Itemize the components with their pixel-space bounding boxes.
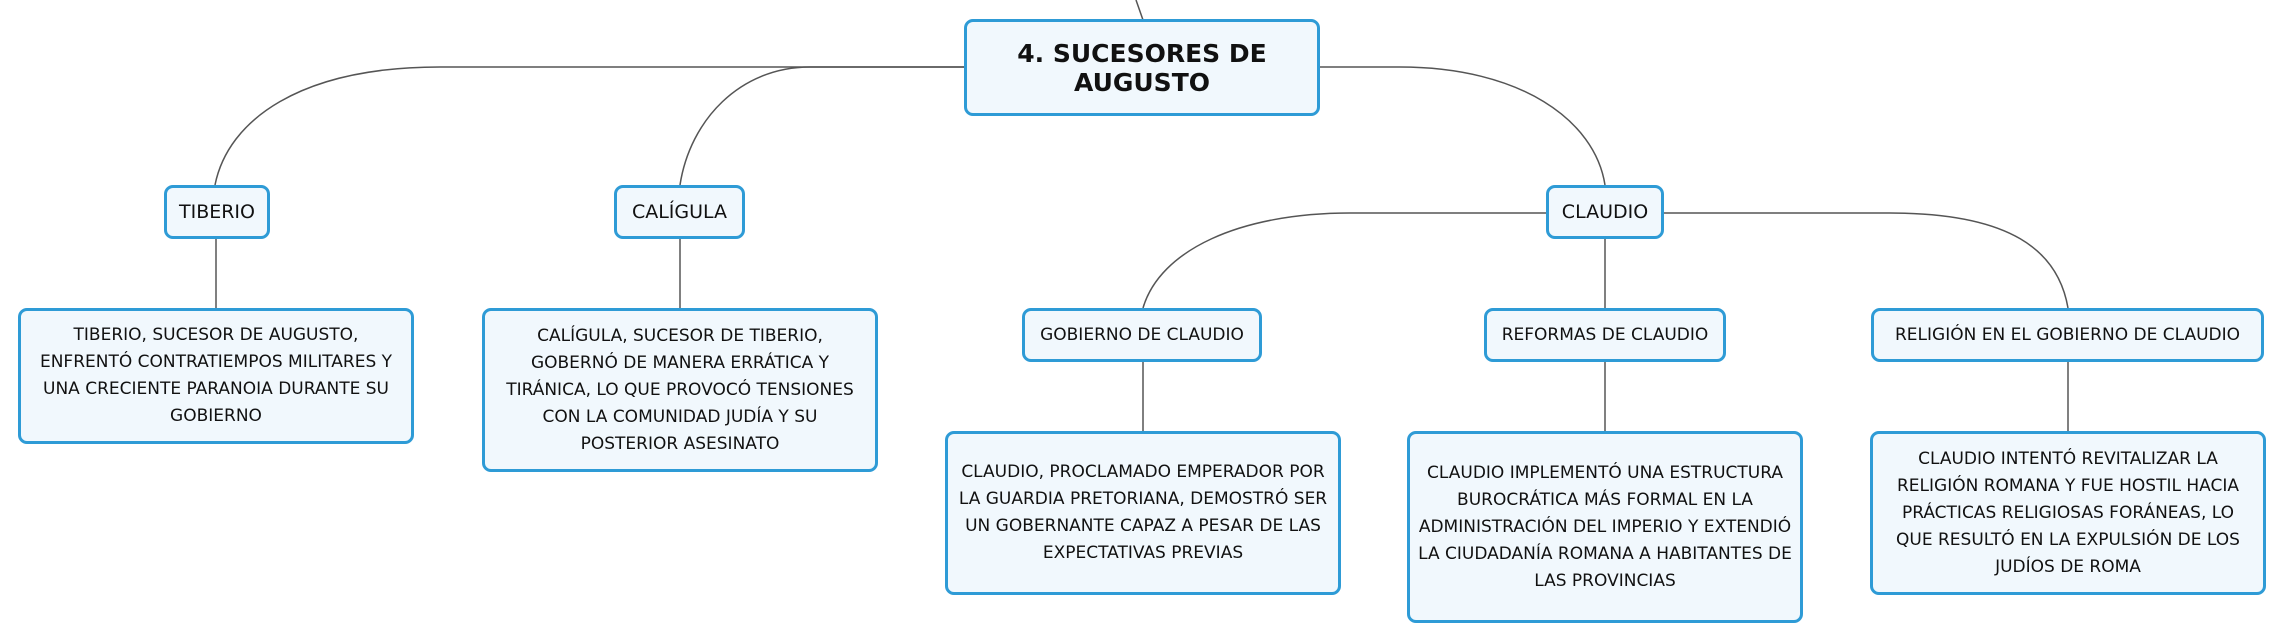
description-caligula[interactable]: CALÍGULA, SUCESOR DE TIBERIO, GOBERNÓ DE… (482, 308, 878, 472)
node-label: CLAUDIO (1561, 201, 1649, 223)
node-religion-en-el-gobierno-de-claudio[interactable]: RELIGIÓN EN EL GOBIERNO DE CLAUDIO (1871, 308, 2264, 362)
node-label: TIBERIO (178, 201, 255, 223)
node-reformas-de-claudio[interactable]: REFORMAS DE CLAUDIO (1484, 308, 1726, 362)
node-caligula[interactable]: CALÍGULA (614, 185, 745, 239)
description-text: CLAUDIO INTENTÓ REVITALIZAR LA RELIGIÓN … (1896, 448, 2240, 577)
connector-root-claudio (1320, 66, 1606, 186)
root-label: 4. SUCESORES DE AUGUSTO (1017, 38, 1267, 97)
connector-claudio-gobierno (1142, 212, 1547, 309)
root-node[interactable]: 4. SUCESORES DE AUGUSTO (964, 19, 1320, 116)
connector-root-up (1135, 0, 1144, 21)
description-text: CALÍGULA, SUCESOR DE TIBERIO, GOBERNÓ DE… (506, 325, 854, 454)
node-label: CALÍGULA (631, 201, 728, 223)
node-label: REFORMAS DE CLAUDIO (1501, 325, 1709, 345)
description-text: CLAUDIO IMPLEMENTÓ UNA ESTRUCTURA BUROCR… (1418, 462, 1792, 591)
description-text: CLAUDIO, PROCLAMADO EMPERADOR POR LA GUA… (958, 462, 1328, 563)
connector-root-caligula (679, 66, 966, 186)
node-label: GOBIERNO DE CLAUDIO (1040, 325, 1244, 345)
node-claudio[interactable]: CLAUDIO (1546, 185, 1664, 239)
description-gobierno-de-claudio[interactable]: CLAUDIO, PROCLAMADO EMPERADOR POR LA GUA… (945, 431, 1341, 595)
connector-root-tiberio (214, 66, 966, 186)
node-label: RELIGIÓN EN EL GOBIERNO DE CLAUDIO (1894, 325, 2240, 345)
description-religion-en-el-gobierno-de-claudio[interactable]: CLAUDIO INTENTÓ REVITALIZAR LA RELIGIÓN … (1870, 431, 2266, 595)
node-gobierno-de-claudio[interactable]: GOBIERNO DE CLAUDIO (1022, 308, 1262, 362)
description-reformas-de-claudio[interactable]: CLAUDIO IMPLEMENTÓ UNA ESTRUCTURA BUROCR… (1407, 431, 1803, 623)
connector-claudio-religion (1662, 212, 2069, 309)
description-tiberio[interactable]: TIBERIO, SUCESOR DE AUGUSTO, ENFRENTÓ CO… (18, 308, 414, 444)
node-tiberio[interactable]: TIBERIO (164, 185, 270, 239)
description-text: TIBERIO, SUCESOR DE AUGUSTO, ENFRENTÓ CO… (39, 325, 393, 426)
